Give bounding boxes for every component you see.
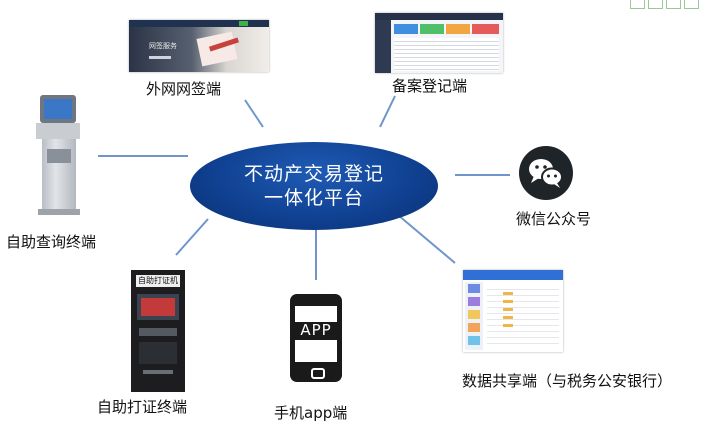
mobile-app-screen-text: APP — [300, 321, 332, 339]
toolbar-fragment-icon — [648, 0, 663, 9]
record-admin-label: 备案登记端 — [392, 77, 468, 95]
web-portal-label: 外网网签端 — [146, 80, 222, 98]
connector-print — [175, 218, 209, 256]
connector-datashare — [397, 214, 456, 264]
hub-title-line2: 一体化平台 — [263, 187, 364, 209]
connector-record — [379, 95, 396, 128]
connector-web — [244, 99, 264, 128]
hub-title-line1: 不动产交易登记 — [243, 163, 384, 185]
wechat-label: 微信公众号 — [516, 210, 592, 228]
web-portal-screen-title: 网签服务 — [149, 42, 177, 50]
query-kiosk-label: 自助查询终端 — [6, 233, 97, 251]
toolbar-fragment-icon — [630, 0, 645, 9]
datashare-label: 数据共享端（与税务公安银行） — [462, 372, 673, 390]
mobile-app-label: 手机app端 — [274, 404, 348, 422]
print-kiosk-label: 自助打证终端 — [97, 398, 188, 416]
toolbar-fragment-icon — [666, 0, 681, 9]
query-kiosk-image — [34, 95, 84, 217]
toolbar-fragment-icon — [684, 0, 699, 9]
corner-toolbar-fragment — [630, 0, 699, 9]
datashare-screenshot — [463, 270, 563, 352]
central-platform-ellipse: 不动产交易登记 一体化平台 — [190, 142, 438, 230]
web-portal-screenshot: 网签服务 — [129, 20, 269, 72]
record-admin-screenshot — [375, 13, 503, 73]
wechat-icon — [519, 146, 573, 200]
print-kiosk-image: 自助打证机 — [129, 270, 187, 392]
mobile-app-icon: APP — [290, 294, 342, 382]
print-kiosk-sign: 自助打证机 — [138, 276, 178, 285]
